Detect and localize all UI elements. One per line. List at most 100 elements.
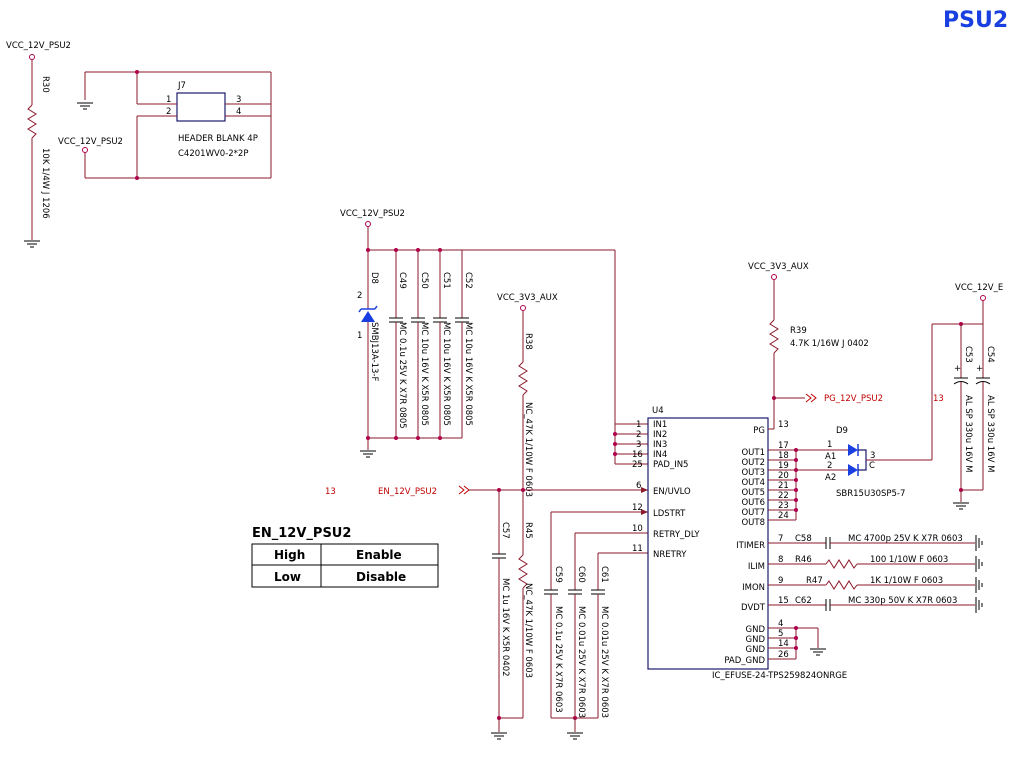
enable-truth-table: EN_12V_PSU2 High Enable Low Disable <box>251 526 439 588</box>
c53-ref: C53 <box>963 346 973 363</box>
d9-a2: A2 <box>825 473 836 483</box>
u4-pin-name: OUT7 <box>741 508 765 518</box>
r47-ref: R47 <box>806 576 823 586</box>
u4-pin-num: 21 <box>778 481 789 491</box>
u4-pin-num: 10 <box>632 524 643 534</box>
u4-pin-name: IN2 <box>653 430 667 440</box>
u4-pin-name: PAD_IN5 <box>653 460 688 470</box>
d9-a1: A1 <box>825 452 836 462</box>
r47-value: 1K 1/10W F 0603 <box>870 576 943 586</box>
j7-value: HEADER BLANK 4P <box>178 134 258 144</box>
u4-pin-name: EN/UVLO <box>653 487 691 497</box>
u4-pin-name: PG <box>753 426 765 436</box>
d9-oring-diode: D9 1 2 3 A1 A2 C SBR15U30SP5-7 <box>796 426 932 499</box>
d9-pin-3: 3 <box>870 451 875 461</box>
u4-pin-name: LDSTRT <box>653 509 686 519</box>
net-label-3v3-en: VCC_3V3_AUX <box>497 293 558 303</box>
net-label-vcc-j7: VCC_12V_PSU2 <box>58 137 123 147</box>
u4-pin-name: OUT4 <box>741 478 765 488</box>
u4-pin-num: 26 <box>778 650 789 660</box>
u4-input-wiring <box>613 250 648 465</box>
c54-plus: + <box>976 364 983 374</box>
j7-pin2: 2 <box>166 107 171 117</box>
u4-pin-name: OUT6 <box>741 498 765 508</box>
u4-pin-num: 9 <box>778 576 783 586</box>
en-table-title: EN_12V_PSU2 <box>252 526 351 541</box>
c57-ref: C57 <box>500 522 510 539</box>
u4-pin-num: 6 <box>636 481 641 491</box>
r30-ref: R30 <box>40 76 50 93</box>
u4-pin-num: 7 <box>778 534 783 544</box>
u4-pin-num: 22 <box>778 491 789 501</box>
c52-capacitor: C52 MC 10u 16V K X5R 0805 <box>455 250 473 438</box>
c62-value: MC 330p 50V K X7R 0603 <box>848 596 957 606</box>
c50-capacitor: C50 MC 10u 16V K X5R 0805 <box>411 250 429 438</box>
u4-efuse-ic: U4 IC_EFUSE-24-TPS259824ONRGE IN1 IN2 IN… <box>632 406 847 681</box>
j7-part: C4201WV0-2*2P <box>178 149 248 159</box>
u4-pin-num: 1 <box>636 420 641 430</box>
u4-pin-name: NRETRY <box>653 550 687 560</box>
u4-pin-num: 15 <box>778 596 789 606</box>
u4-value: IC_EFUSE-24-TPS259824ONRGE <box>712 671 847 681</box>
d9-ref: D9 <box>836 426 848 436</box>
en-table-level: High <box>274 548 305 562</box>
en-table-state: Enable <box>356 548 402 562</box>
c50-value: MC 10u 16V K X5R 0805 <box>419 322 429 426</box>
u4-pin-num: 12 <box>632 503 643 513</box>
u4-pin-num: 19 <box>778 461 789 471</box>
r38-value: NC_47K 1/10W F 0603 <box>523 402 533 497</box>
net-label-vcc-e: VCC_12V_E <box>955 283 1003 293</box>
u4-pin-num: 16 <box>632 450 643 460</box>
config-passives: C58 MC 4700p 25V K X7R 0603 R46 100 1/10… <box>795 534 983 613</box>
page-ref-en: 13 <box>325 487 336 497</box>
c59-ref: C59 <box>553 566 563 583</box>
r39-value: 4.7K 1/16W J 0402 <box>790 339 869 349</box>
u4-pin-num: 4 <box>778 619 783 629</box>
u4-pin-num: 14 <box>778 639 789 649</box>
u4-pin-num: 11 <box>632 544 643 554</box>
power-good-network: VCC_3V3_AUX PG_12V_PSU2 R39 4.7K 1/16W J… <box>748 262 883 429</box>
c53-value: AL SP 330u 16V M <box>963 395 973 472</box>
u4-pin-num: 3 <box>636 440 641 450</box>
d8-pin-1: 1 <box>357 331 362 341</box>
u4-pin-name: OUT2 <box>741 458 765 468</box>
u4-pin-name: ILIM <box>748 562 765 572</box>
u4-pin-name: IN3 <box>653 440 667 450</box>
timing-caps: C59 MC 0.1u 25V K X7R 0603 C60 MC 0.01u … <box>544 509 648 740</box>
d9-cathode: C <box>869 461 875 471</box>
r30-circuit: VCC_12V_PSU2 R30 10K 1/4W J 1206 <box>6 41 71 248</box>
c50-ref: C50 <box>419 272 429 289</box>
u4-pin-name: OUT3 <box>741 468 765 478</box>
u4-pin-num: 17 <box>778 441 789 451</box>
u4-pin-name: IN4 <box>653 450 667 460</box>
u4-pin-num: 8 <box>778 555 783 565</box>
u4-pin-num: 24 <box>778 511 789 521</box>
enable-network: VCC_3V3_AUX R38 NC_47K 1/10W F 0603 13 E… <box>325 293 648 740</box>
u4-pin-name: GND <box>746 635 766 645</box>
c54-value: AL SP 330u 16V M <box>985 395 995 472</box>
u4-pin-num: 20 <box>778 471 789 481</box>
d9-pin-1: 1 <box>827 440 832 450</box>
j7-ref: J7 <box>177 81 186 91</box>
c60-ref: C60 <box>576 566 586 583</box>
u4-pin-name: OUT1 <box>741 448 765 458</box>
d8-ref: D8 <box>369 272 379 284</box>
u4-pin-num: 25 <box>632 460 643 470</box>
j7-pin1: 1 <box>166 95 171 105</box>
j7-pin3: 3 <box>236 95 241 105</box>
j7-header: J7 HEADER BLANK 4P C4201WV0-2*2P 1 2 3 4… <box>58 70 272 180</box>
c51-value: MC 10u 16V K X5R 0805 <box>441 322 451 426</box>
u4-pin-name: DVDT <box>741 603 766 613</box>
u4-pin-name: OUT8 <box>741 518 765 528</box>
u4-pin-name: IN1 <box>653 420 667 430</box>
u4-pin-name: OUT5 <box>741 488 765 498</box>
r38-ref: R38 <box>523 333 533 350</box>
d9-pin-2: 2 <box>827 461 832 471</box>
c53-plus: + <box>954 364 961 374</box>
r46-ref: R46 <box>795 555 812 565</box>
c62-ref: C62 <box>795 596 812 606</box>
net-label-vcc-input: VCC_12V_PSU2 <box>340 209 405 219</box>
c52-value: MC 10u 16V K X5R 0805 <box>463 322 473 426</box>
r46-value: 100 1/10W F 0603 <box>870 555 948 565</box>
